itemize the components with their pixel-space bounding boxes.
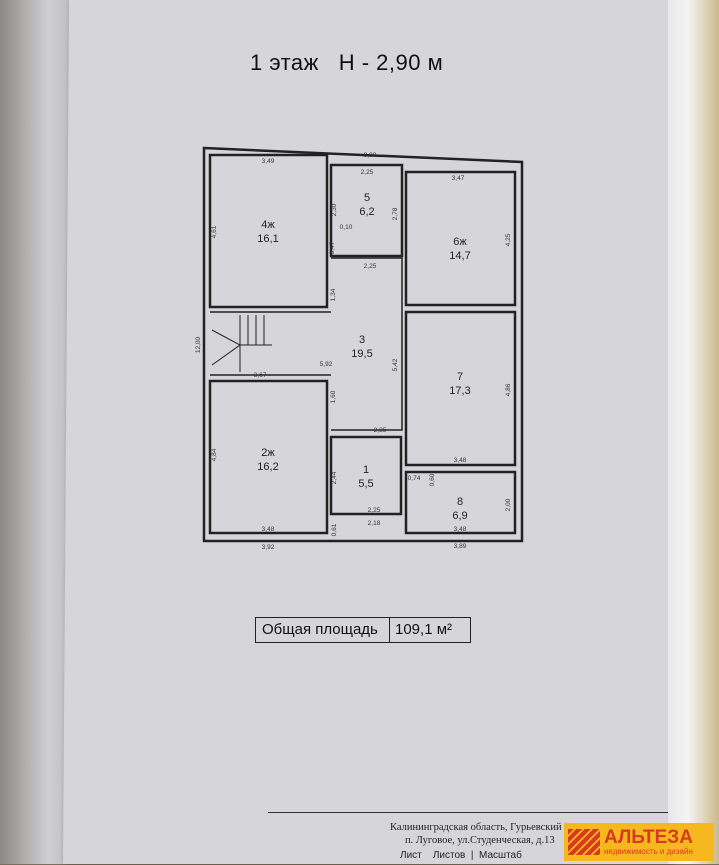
dimension-label: 0,60 — [429, 473, 436, 486]
dimension-label: 3,48 — [262, 526, 275, 533]
room-area: 17,3 — [449, 385, 470, 397]
page-edges — [668, 0, 719, 864]
dimension-label: 12,00 — [195, 336, 202, 353]
dimension-label: 4,84 — [211, 448, 218, 461]
room-area: 16,1 — [257, 233, 278, 245]
title-block — [268, 812, 668, 865]
dimension-label: 2,25 — [364, 263, 377, 270]
room-area: 19,5 — [351, 348, 372, 360]
room-8 — [404, 470, 517, 535]
floor-title: 1 этаж Н - 2,90 м — [250, 50, 444, 75]
room-area: 14,7 — [449, 250, 470, 262]
dimension-label: 1,34 — [330, 288, 337, 301]
dimension-label: 0,74 — [408, 475, 421, 482]
dimension-label: 2,44 — [331, 471, 338, 484]
dimension-label: 2,18 — [368, 520, 381, 527]
room-label: 6ж — [453, 236, 467, 248]
dimension-label: 0,47 — [329, 241, 336, 254]
dimension-label: 3,48 — [454, 526, 467, 533]
dimension-label: 2,00 — [505, 498, 512, 511]
dimension-label: 3,49 — [262, 158, 275, 165]
room-2 — [208, 379, 329, 535]
room-1 — [329, 435, 403, 516]
room-7 — [404, 310, 517, 467]
logo-mark-icon — [568, 829, 600, 855]
room-area: 16,2 — [257, 461, 278, 473]
dimension-label: 5,42 — [392, 358, 399, 371]
logo-brand: АЛЬТЕЗА — [604, 827, 693, 848]
dimension-label: 3,89 — [454, 543, 467, 550]
dimension-label: 9,98 — [364, 152, 377, 159]
total-area-label: Общая площадь — [256, 618, 390, 642]
sheet-labels: Лист Листов | Масштаб — [400, 850, 522, 861]
room-area: 6,9 — [452, 510, 467, 522]
room-label: 3 — [359, 334, 365, 346]
room-label: 1 — [363, 464, 369, 476]
room-5 — [329, 163, 404, 258]
dimension-label: 0,61 — [331, 523, 338, 536]
room-4 — [208, 153, 329, 309]
room-label: 4ж — [261, 219, 275, 231]
total-area-value: 109,1 м² — [395, 621, 453, 638]
address-line-2: п. Луговое, ул.Студенческая, д.13 — [404, 835, 555, 846]
address-line-1: Калининградская область, Гурьевский р — [390, 822, 570, 833]
room-label: 7 — [457, 371, 463, 383]
dimension-label: 4,25 — [505, 233, 512, 246]
room-label: 5 — [364, 192, 370, 204]
dimension-label: 1,60 — [330, 390, 337, 403]
address: Калининградская область, Гурьевский р п.… — [390, 821, 570, 847]
total-area-box: Общая площадь 109,1 м² — [255, 617, 471, 643]
room-label: 2ж — [261, 447, 275, 459]
dimension-label: 2,25 — [368, 507, 381, 514]
dimension-label: 2,30 — [331, 203, 338, 216]
dimension-label: 2,25 — [374, 427, 387, 434]
logo-tagline: недвижимость и дизайн — [604, 847, 693, 856]
room-label: 8 — [457, 496, 463, 508]
dimension-label: 3,47 — [452, 175, 465, 182]
outer-wall — [202, 146, 524, 543]
dimension-label: 3,48 — [454, 457, 467, 464]
dimension-label: 4,61 — [211, 225, 218, 238]
dimension-label: 5,92 — [320, 361, 333, 368]
dimension-label: 3,67 — [254, 372, 267, 379]
dimension-label: 4,86 — [505, 383, 512, 396]
dimension-label: 2,25 — [361, 169, 374, 176]
dimension-label: 0,10 — [340, 224, 353, 231]
room-6 — [404, 170, 517, 307]
altesa-logo: АЛЬТЕЗА недвижимость и дизайн — [564, 823, 714, 861]
room-area: 5,5 — [358, 478, 373, 490]
hall-walls — [210, 257, 403, 431]
dimension-label: 3,92 — [262, 544, 275, 551]
dimension-label: 2,78 — [392, 207, 399, 220]
stairs — [211, 315, 272, 372]
room-area: 6,2 — [359, 206, 374, 218]
